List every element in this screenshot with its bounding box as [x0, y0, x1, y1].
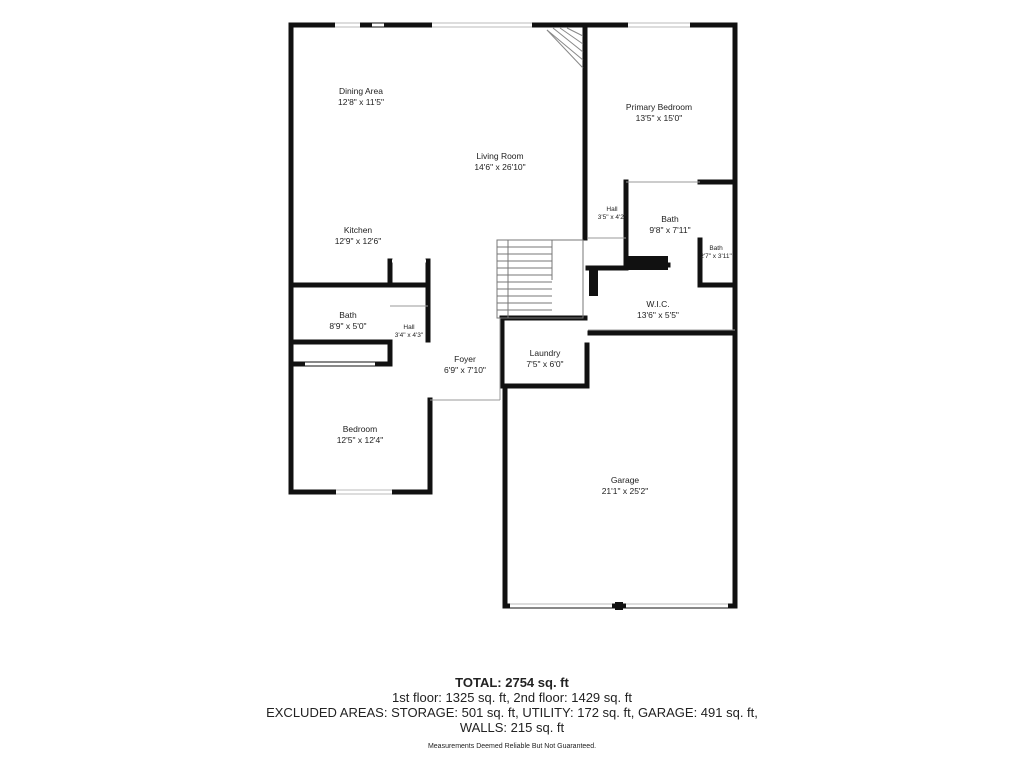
room-name: Kitchen: [343, 225, 373, 235]
disclaimer: Measurements Deemed Reliable But Not Gua…: [427, 743, 597, 750]
room-dimensions: 3'5" x 4'2": [597, 214, 627, 222]
room-dimensions: 9'8" x 7'11": [649, 224, 691, 235]
room-name: Bath: [661, 214, 679, 224]
room-dimensions: 13'6" x 5'5": [637, 309, 679, 320]
room-dimensions: 12'8" x 11'5": [338, 96, 384, 107]
room-dimensions: 13'5" x 15'0": [635, 112, 683, 123]
room-name: Bath: [709, 245, 723, 252]
room-dimensions: 21'1" x 25'2": [601, 485, 649, 496]
wall-bath-bottom: [288, 339, 393, 367]
room-name: Foyer: [454, 354, 476, 364]
room-name: W.I.C.: [646, 299, 670, 309]
room-master-bath: Bath 9'8" x 7'11": [649, 214, 690, 235]
room-name: Garage: [610, 475, 640, 485]
room-foyer: Foyer 6'9" x 7'10": [444, 354, 486, 375]
garage-post: [615, 602, 623, 610]
stairs: [496, 239, 584, 319]
room-name: Laundry: [529, 348, 561, 358]
room-name: Bedroom: [342, 424, 378, 434]
room-garage: Garage 21'1" x 25'2": [602, 475, 649, 496]
room-name: Hall: [403, 324, 415, 331]
room-primary-bedroom: Primary Bedroom 13'5" x 15'0": [626, 102, 692, 123]
wall-small-bath: [697, 237, 733, 288]
room-laundry: Laundry 7'5" x 6'0": [526, 348, 563, 369]
room-bath-left: Bath 8'9" x 5'0": [329, 310, 366, 331]
room-hall-right: Hall 3'5" x 4'2": [598, 206, 626, 222]
room-dimensions: 12'9" x 12'6": [334, 235, 382, 246]
room-name: Living Room: [476, 151, 524, 161]
room-kitchen: Kitchen 12'9" x 12'6": [335, 225, 382, 246]
room-dimensions: 2'7" x 3'11": [700, 253, 732, 261]
room-dimensions: 12'5" x 12'4": [336, 434, 384, 445]
total-area: TOTAL: 2754 sq. ft: [455, 675, 569, 690]
wall-pillar-small: [589, 270, 598, 296]
room-wic: W.I.C. 13'6" x 5'5": [637, 299, 679, 320]
room-name: Hall: [606, 206, 618, 213]
windows: [305, 23, 728, 608]
room-dimensions: 14'6" x 26'10": [474, 161, 526, 172]
room-dimensions: 6'9" x 7'10": [444, 364, 486, 375]
room-name: Primary Bedroom: [625, 102, 693, 112]
wall-foyer-right: [499, 315, 590, 389]
room-bedroom: Bedroom 12'5" x 12'4": [337, 424, 384, 445]
wall-pillar: [626, 256, 668, 270]
walls-area: WALLS: 215 sq. ft: [459, 720, 565, 735]
room-small-bath: Bath 2'7" x 3'11": [700, 245, 732, 261]
thin-walls: [390, 181, 735, 401]
room-name: Dining Area: [339, 86, 383, 96]
room-hall-left: Hall 3'4" x 4'3": [395, 324, 423, 340]
room-dimensions: 8'9" x 5'0": [329, 320, 367, 331]
excluded-areas: EXCLUDED AREAS: STORAGE: 501 sq. ft, UTI…: [266, 705, 758, 720]
room-dimensions: 7'5" x 6'0": [526, 358, 564, 369]
room-name: Bath: [339, 310, 357, 320]
floor-areas: 1st floor: 1325 sq. ft, 2nd floor: 1429 …: [392, 690, 632, 705]
stairs-top: [546, 27, 584, 69]
window-lines: [335, 22, 728, 605]
room-dining-area: Dining Area 12'8" x 11'5": [338, 86, 384, 107]
room-living-room: Living Room 14'6" x 26'10": [474, 151, 525, 172]
room-dimensions: 3'4" x 4'3": [394, 332, 424, 340]
wall-garage: [502, 330, 738, 609]
